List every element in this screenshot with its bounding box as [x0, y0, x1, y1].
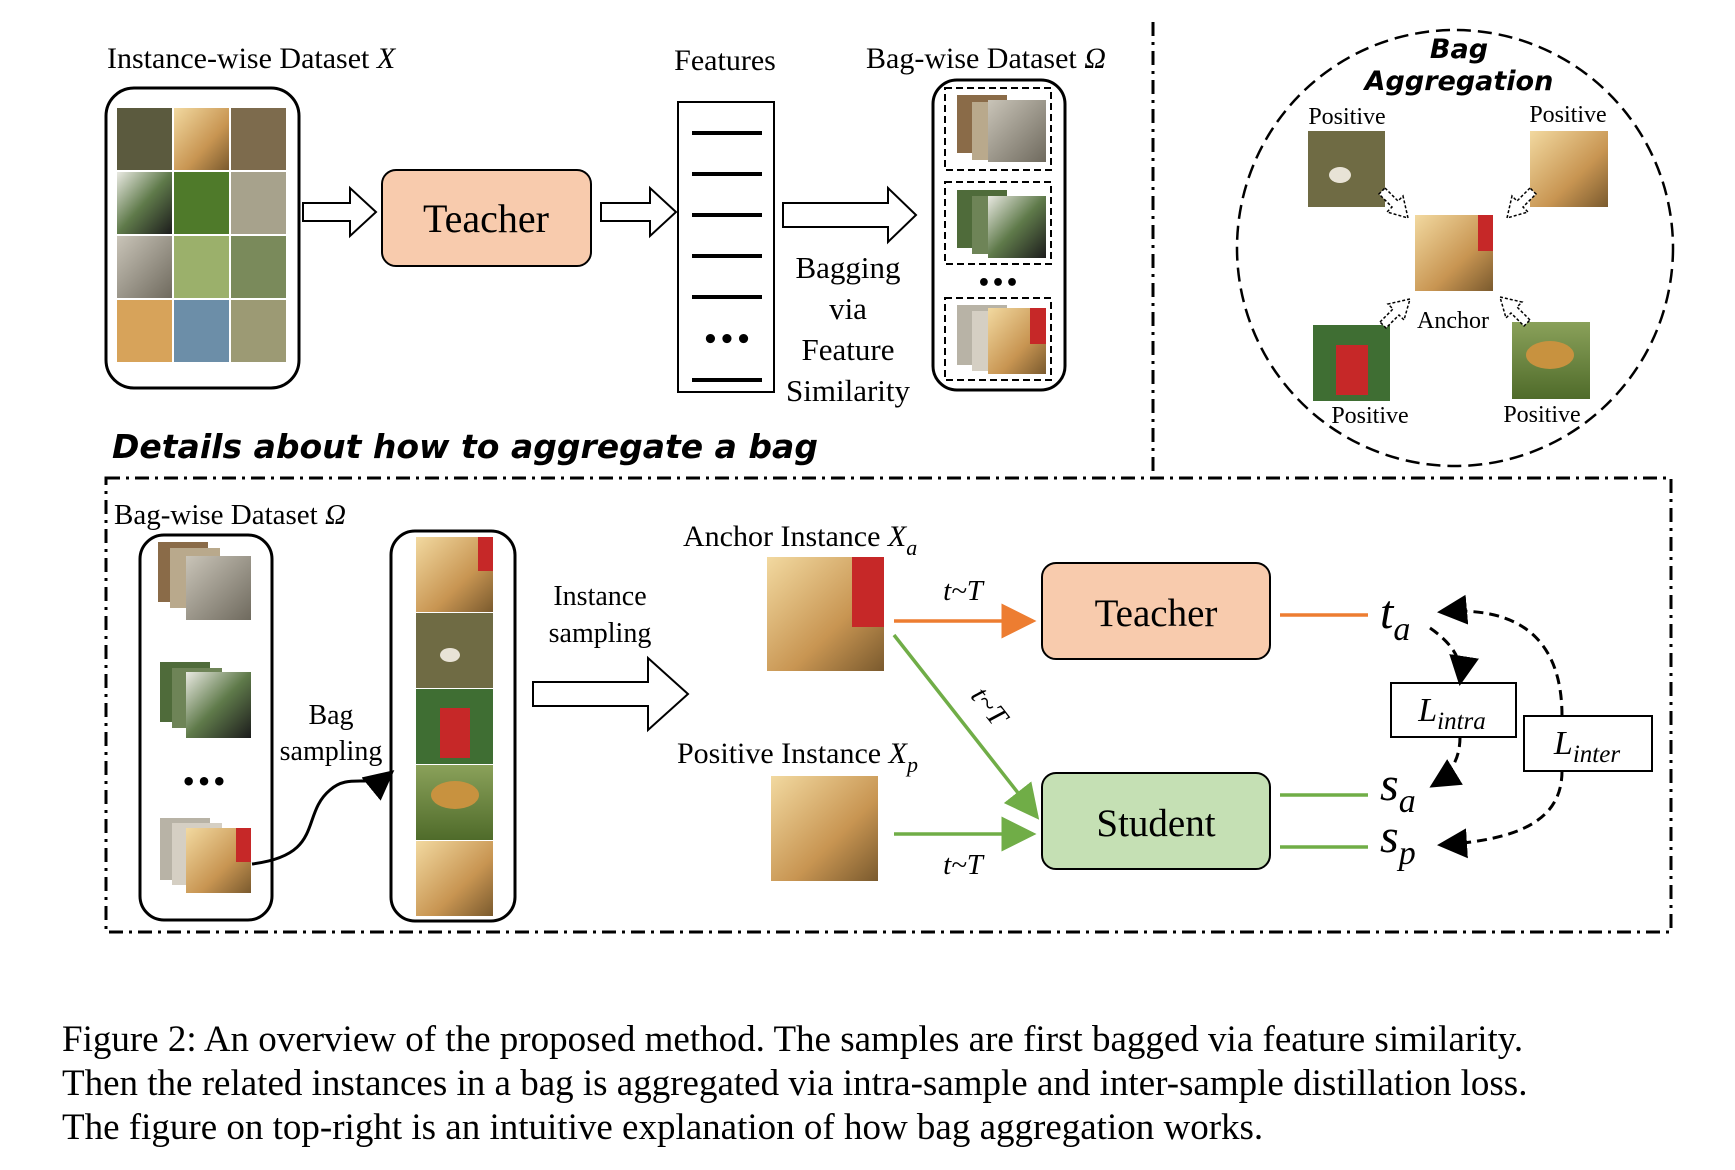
- instance-dataset-container: [104, 86, 301, 390]
- bagging-line: Similarity: [786, 373, 911, 408]
- bagging-text: Bagging via Feature Similarity: [786, 250, 911, 408]
- inward-arrow: [1378, 297, 1412, 330]
- bag-sampling-arrow: [251, 770, 395, 866]
- positive-label: Positive: [1308, 104, 1385, 130]
- feature-ellipsis: •••: [702, 325, 752, 355]
- bagwise-dataset-label: Bag-wise Dataset Ω: [866, 42, 1106, 75]
- bag-aggregation-circle: [1235, 28, 1675, 468]
- teacher-box: [1041, 562, 1271, 660]
- positive-label: Positive: [1331, 403, 1408, 429]
- dog-image: [117, 300, 172, 362]
- dog-image: [231, 172, 286, 234]
- l-inter-label: Linter: [1553, 725, 1620, 768]
- bird-image: [117, 108, 172, 170]
- dog-image: [231, 300, 286, 362]
- bag-sampling-label: sampling: [280, 736, 383, 767]
- caption-line: Then the related instances in a bag is a…: [62, 1063, 1528, 1104]
- bagging-line: Bagging: [795, 250, 900, 285]
- transform-label: t~T: [943, 575, 985, 607]
- bag-item: [158, 542, 251, 620]
- l-inter-arrow: [1437, 770, 1564, 859]
- bag-item: [160, 662, 251, 738]
- positive-instance-label: Positive Instance Xp: [677, 737, 918, 777]
- bagwise-container: [931, 78, 1067, 392]
- sampled-bag-container: [389, 529, 517, 923]
- teacher-label: Teacher: [423, 196, 549, 241]
- transform-label: t~T: [943, 849, 985, 881]
- anchor-instance-label: Anchor Instance Xa: [683, 520, 917, 560]
- arrow-to-bagwise: [782, 185, 918, 245]
- caption-line: The figure on top-right is an intuitive …: [62, 1107, 1264, 1148]
- l-intra-label: Lintra: [1417, 692, 1486, 735]
- l-intra-arrow: [1429, 626, 1479, 686]
- dog-image: [416, 841, 493, 916]
- method-overview-diagram: Instance-wise Dataset X Teacher Features…: [104, 22, 1675, 934]
- sampled-bag-images: [416, 537, 493, 916]
- feature-rows: [692, 131, 762, 382]
- feature-matrix: [677, 101, 775, 393]
- bag-sampling-label: Bag: [308, 700, 353, 731]
- bird-image: [174, 172, 229, 234]
- instance-sampling-label: Instance: [553, 581, 646, 612]
- instance-sampling-label: sampling: [549, 618, 652, 649]
- panda-image: [117, 172, 172, 234]
- bag-aggregation-title: Aggregation: [1363, 66, 1554, 97]
- inward-arrow: [1377, 186, 1410, 220]
- bag-ellipsis: •••: [977, 271, 1019, 296]
- cat-image: [988, 100, 1046, 162]
- student-label: Student: [1096, 802, 1215, 845]
- bag-item: [944, 297, 1052, 381]
- instance-dataset-label: Instance-wise Dataset X: [107, 42, 397, 75]
- student-box: [1041, 772, 1271, 870]
- cat-image: [117, 236, 172, 298]
- instance-image-grid: [117, 108, 286, 362]
- details-frame: [104, 476, 1673, 934]
- features-label: Features: [674, 44, 776, 77]
- details-bagwise-label: Bag-wise Dataset Ω: [114, 499, 346, 531]
- positive-instance-image: [771, 776, 878, 881]
- inward-arrow: [1505, 186, 1538, 220]
- aggregation-arrows: [1377, 186, 1538, 330]
- anchor-label: Anchor: [1417, 308, 1489, 334]
- positive-label: Positive: [1529, 102, 1606, 128]
- dog-image: [174, 108, 229, 170]
- animal-image: [231, 236, 286, 298]
- instance-sampling-arrow: [532, 655, 690, 733]
- cat-image: [231, 108, 286, 170]
- bag-ellipsis: •••: [181, 768, 227, 796]
- bag-item: [944, 87, 1052, 171]
- student-positive-output: sp: [1380, 810, 1416, 872]
- student-anchor-output: sa: [1380, 758, 1416, 820]
- caption-line: Figure 2: An overview of the proposed me…: [62, 1019, 1524, 1060]
- l-intra-arrow: [1429, 736, 1463, 788]
- anchor-to-student-arrow: [892, 633, 1040, 820]
- teacher-box: [381, 169, 592, 267]
- arrow-to-features: [600, 185, 678, 239]
- cat-image: [186, 556, 251, 620]
- bagging-line: Feature: [802, 332, 895, 367]
- teacher-label: Teacher: [1095, 592, 1218, 635]
- inward-arrow: [1498, 295, 1532, 328]
- details-bagwise-container: [138, 533, 274, 922]
- figure-caption: Figure 2: An overview of the proposed me…: [62, 1018, 1702, 1150]
- positive-dog-image: [1530, 131, 1608, 207]
- panda-image: [988, 196, 1046, 258]
- bag-aggregation-title: Bag: [1430, 34, 1488, 65]
- tiger-image: [174, 300, 229, 362]
- teacher-anchor-output: ta: [1380, 586, 1410, 648]
- details-heading: Details about how to aggregate a bag: [112, 427, 818, 466]
- arrow-to-teacher: [302, 185, 378, 239]
- transform-label: t~T: [964, 681, 1015, 734]
- bagging-line: via: [829, 291, 867, 326]
- flower-image: [174, 236, 229, 298]
- l-inter-box: [1523, 715, 1653, 772]
- positive-label: Positive: [1503, 402, 1580, 428]
- bag-item: [944, 181, 1052, 265]
- panda-image: [186, 672, 251, 738]
- bag-item: [160, 818, 251, 893]
